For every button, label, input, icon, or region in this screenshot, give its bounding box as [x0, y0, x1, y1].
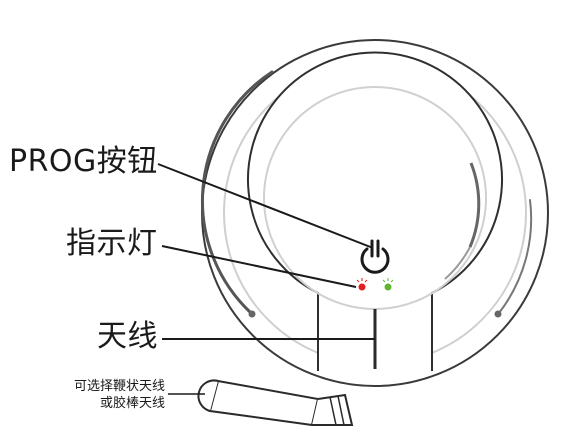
optional-antenna-line1: 可选择鞭状天线: [73, 379, 165, 394]
outer-dot-left: [248, 310, 256, 318]
outer-arc-left: [200, 70, 274, 315]
prog-button-label: PROG按钮: [9, 144, 158, 179]
optional-antenna-line2: 或胶棒天线: [99, 396, 165, 411]
leader-line-prog: [157, 163, 374, 249]
leader-line-indicator: [161, 245, 357, 288]
led-green: [382, 278, 394, 291]
outer-dot-right: [494, 310, 502, 318]
outer-arc-right: [498, 199, 533, 314]
led-red: [356, 278, 368, 291]
inner-arc-right: [468, 162, 481, 248]
inner-arc-right-lower: [444, 246, 471, 280]
optional-antenna-label: 可选择鞭状天线 或胶棒天线: [27, 378, 165, 412]
external-antenna-icon: [197, 379, 354, 427]
indicator-label: 指示灯: [66, 226, 158, 261]
antenna-label: 天线: [97, 319, 158, 354]
inner-plate-outline: [247, 51, 503, 371]
